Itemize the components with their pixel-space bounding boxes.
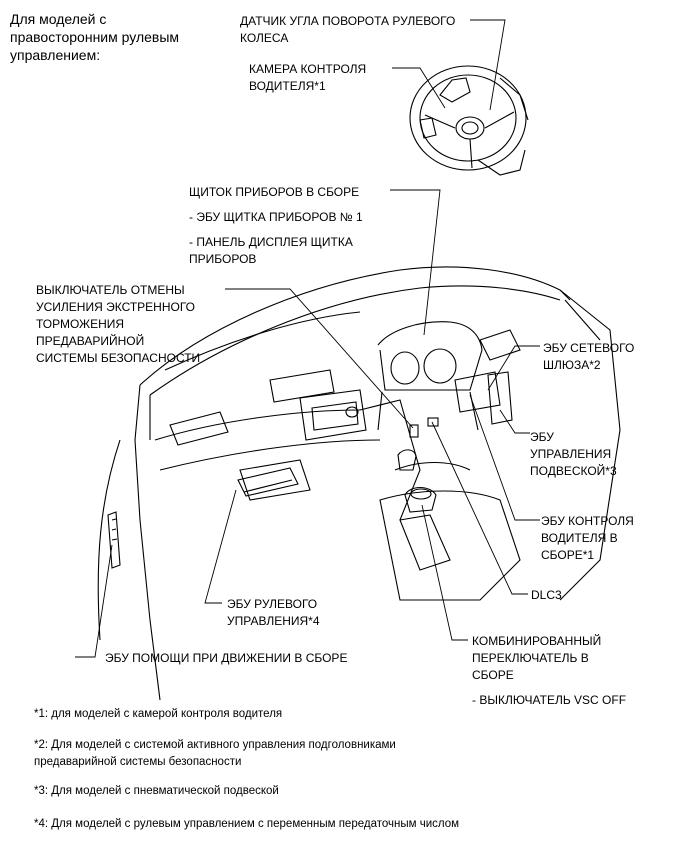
brake-switch-line-2: УСИЛЕНИЯ ЭКСТРЕННОГО: [36, 300, 195, 314]
model-applicability-heading: Для моделей с правосторонним рулевым упр…: [10, 10, 179, 64]
driving-support-ecu-label: ЭБУ ПОМОЩИ ПРИ ДВИЖЕНИИ В СБОРЕ: [105, 651, 348, 665]
suspension-ecu-label: ЭБУ УПРАВЛЕНИЯ ПОДВЕСКОЙ*3: [530, 429, 617, 480]
brake-switch-line-5: СИСТЕМЫ БЕЗОПАСНОСТИ: [36, 351, 201, 365]
leader-dlc3: [431, 421, 528, 595]
dlc3-label: DLC3: [531, 588, 562, 602]
leader-lines: [75, 19, 540, 658]
driver-camera-line-2: ВОДИТЕЛЯ*1: [249, 79, 326, 93]
instrument-panel-title: ЩИТОК ПРИБОРОВ В СБОРЕ: [189, 185, 360, 199]
suspension-ecu-line-2: УПРАВЛЕНИЯ: [530, 447, 612, 461]
instrument-panel-item-2-line-2: ПРИБОРОВ: [189, 252, 257, 266]
driver-camera-label: КАМЕРА КОНТРОЛЯ ВОДИТЕЛЯ*1: [249, 61, 366, 95]
gateway-ecu-label: ЭБУ СЕТЕВОГО ШЛЮЗА*2: [543, 340, 634, 374]
footnote-2-line-1: *2: Для моделей с системой активного упр…: [34, 739, 396, 751]
gateway-ecu-line-1: ЭБУ СЕТЕВОГО: [543, 341, 635, 355]
leader-steering-angle-sensor: [470, 19, 506, 111]
instrument-panel-label: ЩИТОК ПРИБОРОВ В СБОРЕ - ЭБУ ЩИТКА ПРИБО…: [189, 184, 363, 268]
leader-combination-switch: [421, 504, 468, 641]
suspension-ecu-line-1: ЭБУ: [530, 430, 554, 444]
leader-driving-support-ecu: [75, 544, 113, 658]
combination-switch-line-2: ПЕРЕКЛЮЧАТЕЛЬ В: [472, 651, 589, 665]
driver-monitor-ecu-label: ЭБУ КОНТРОЛЯ ВОДИТЕЛЯ В СБОРЕ*1: [541, 513, 634, 564]
heading-line-2: правосторонним рулевым: [10, 29, 180, 45]
steering-angle-sensor-line-2: КОЛЕСА: [240, 31, 289, 45]
leader-gateway-ecu: [487, 345, 540, 391]
brake-assist-cancel-switch-label: ВЫКЛЮЧАТЕЛЬ ОТМЕНЫ УСИЛЕНИЯ ЭКСТРЕННОГО …: [36, 282, 200, 367]
leader-brake-switch: [225, 288, 414, 429]
steering-wheel-illustration: [409, 65, 529, 176]
gateway-ecu-line-2: ШЛЮЗА*2: [543, 358, 601, 372]
steering-ecu-line-1: ЭБУ РУЛЕВОГО: [227, 597, 318, 611]
steering-angle-sensor-label: ДАТЧИК УГЛА ПОВОРОТА РУЛЕВОГО КОЛЕСА: [240, 13, 455, 47]
brake-switch-line-3: ТОРМОЖЕНИЯ: [36, 317, 125, 331]
footnote-3: *3: Для моделей с пневматической подвеск…: [34, 785, 279, 797]
combination-switch-item: - ВЫКЛЮЧАТЕЛЬ VSC OFF: [472, 693, 627, 707]
suspension-ecu-line-3: ПОДВЕСКОЙ*3: [530, 464, 617, 478]
footnote-2-line-2: предаварийной системы безопасности: [34, 756, 242, 768]
footnote-1: *1: для моделей с камерой контроля водит…: [34, 708, 283, 720]
leader-instrument-panel: [390, 189, 441, 336]
driver-monitor-ecu-line-3: СБОРЕ*1: [541, 548, 595, 562]
heading-line-3: управлением:: [10, 47, 101, 63]
leader-driver-monitor-ecu: [469, 394, 540, 521]
instrument-panel-item-2-line-1: - ПАНЕЛЬ ДИСПЛЕЯ ЩИТКА: [189, 235, 353, 249]
brake-switch-line-4: ПРЕДАВАРИЙНОЙ: [36, 334, 145, 348]
leader-steering-ecu: [204, 489, 237, 604]
steering-ecu-label: ЭБУ РУЛЕВОГО УПРАВЛЕНИЯ*4: [227, 596, 320, 630]
driver-monitor-ecu-line-2: ВОДИТЕЛЯ В: [541, 531, 618, 545]
footnote-2: *2: Для моделей с системой активного упр…: [34, 737, 396, 771]
heading-line-1: Для моделей с: [10, 11, 107, 27]
footnote-4: *4: Для моделей с рулевым управлением с …: [34, 818, 460, 830]
driver-camera-line-1: КАМЕРА КОНТРОЛЯ: [249, 62, 367, 76]
dashboard-illustration: [97, 266, 621, 701]
leader-suspension-ecu: [499, 409, 530, 434]
combination-switch-line-3: СБОРЕ: [472, 668, 514, 682]
combination-switch-line-1: КОМБИНИРОВАННЫЙ: [472, 634, 602, 648]
brake-switch-line-1: ВЫКЛЮЧАТЕЛЬ ОТМЕНЫ: [36, 283, 185, 297]
driver-monitor-ecu-line-1: ЭБУ КОНТРОЛЯ: [541, 514, 634, 528]
instrument-panel-item-1: - ЭБУ ЩИТКА ПРИБОРОВ № 1: [189, 210, 363, 224]
steering-angle-sensor-line-1: ДАТЧИК УГЛА ПОВОРОТА РУЛЕВОГО: [240, 14, 456, 28]
steering-ecu-line-2: УПРАВЛЕНИЯ*4: [227, 614, 320, 628]
combination-switch-label: КОМБИНИРОВАННЫЙ ПЕРЕКЛЮЧАТЕЛЬ В СБОРЕ - …: [472, 633, 626, 709]
leader-driver-camera: [392, 67, 446, 109]
